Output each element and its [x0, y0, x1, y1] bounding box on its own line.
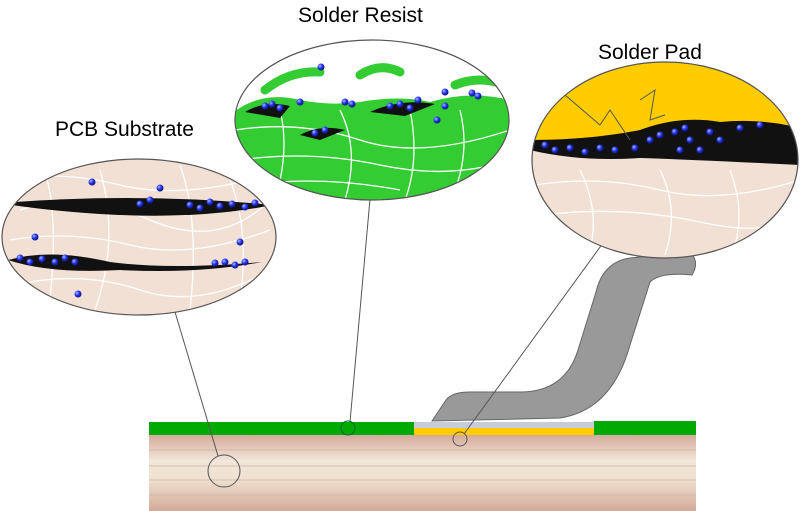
- particle: [251, 199, 259, 207]
- particle: [216, 202, 224, 210]
- particle: [317, 63, 325, 71]
- particle: [231, 261, 239, 269]
- solder-pad-layer: [414, 428, 594, 435]
- particle: [441, 88, 449, 96]
- particle: [656, 131, 664, 139]
- particle: [468, 89, 476, 97]
- particle: [414, 96, 422, 104]
- particle: [228, 200, 236, 208]
- particle: [716, 136, 724, 144]
- particle: [406, 104, 414, 112]
- particle: [611, 146, 619, 154]
- particle: [26, 258, 34, 266]
- particle: [236, 238, 244, 246]
- particle: [146, 196, 154, 204]
- solder-pad-zoom: [531, 61, 799, 259]
- solder-resist-zoom: [234, 39, 510, 201]
- component-lead: [431, 251, 696, 422]
- particle: [671, 128, 679, 136]
- particle: [706, 128, 714, 136]
- particle: [474, 92, 482, 100]
- particle: [16, 254, 24, 262]
- particle: [551, 146, 559, 154]
- particle: [241, 203, 249, 211]
- particle: [756, 121, 764, 129]
- particle: [441, 102, 449, 110]
- particle: [566, 144, 574, 152]
- particle: [396, 100, 404, 108]
- particle: [186, 201, 194, 209]
- particle: [541, 141, 549, 149]
- particle: [261, 102, 269, 110]
- particle: [241, 258, 249, 266]
- particle: [88, 178, 96, 186]
- label-solder-resist: Solder Resist: [298, 4, 423, 27]
- particle: [38, 255, 46, 263]
- particle: [268, 100, 276, 108]
- solder-resist-layer-left: [149, 422, 414, 435]
- particle: [31, 233, 39, 241]
- particle: [681, 124, 689, 132]
- solder-joint: [414, 422, 594, 428]
- particle: [736, 124, 744, 132]
- particle: [433, 116, 441, 124]
- particle: [696, 146, 704, 154]
- particle: [676, 146, 684, 154]
- particle: [311, 129, 319, 137]
- particle: [61, 254, 69, 262]
- solder-resist-layer-right: [594, 421, 696, 435]
- particle: [581, 148, 589, 156]
- particle: [74, 290, 82, 298]
- particle: [136, 200, 144, 208]
- particle: [296, 98, 304, 106]
- particle: [206, 198, 214, 206]
- particle: [156, 184, 164, 192]
- particle: [71, 258, 79, 266]
- particle: [321, 126, 329, 134]
- pcb-substrate-zoom: [1, 158, 277, 316]
- label-solder-pad: Solder Pad: [598, 41, 702, 64]
- substrate-layer: [149, 434, 696, 511]
- particle: [196, 204, 204, 212]
- particle: [646, 136, 654, 144]
- particle: [631, 144, 639, 152]
- callout-lines: [174, 198, 604, 488]
- particle: [276, 104, 284, 112]
- particle: [341, 98, 349, 106]
- particle: [686, 136, 694, 144]
- particle: [221, 258, 229, 266]
- particle: [51, 258, 59, 266]
- particle: [596, 144, 604, 152]
- particle: [386, 102, 394, 110]
- label-pcb-substrate: PCB Substrate: [55, 118, 194, 141]
- particle: [211, 259, 219, 267]
- particle: [348, 100, 356, 108]
